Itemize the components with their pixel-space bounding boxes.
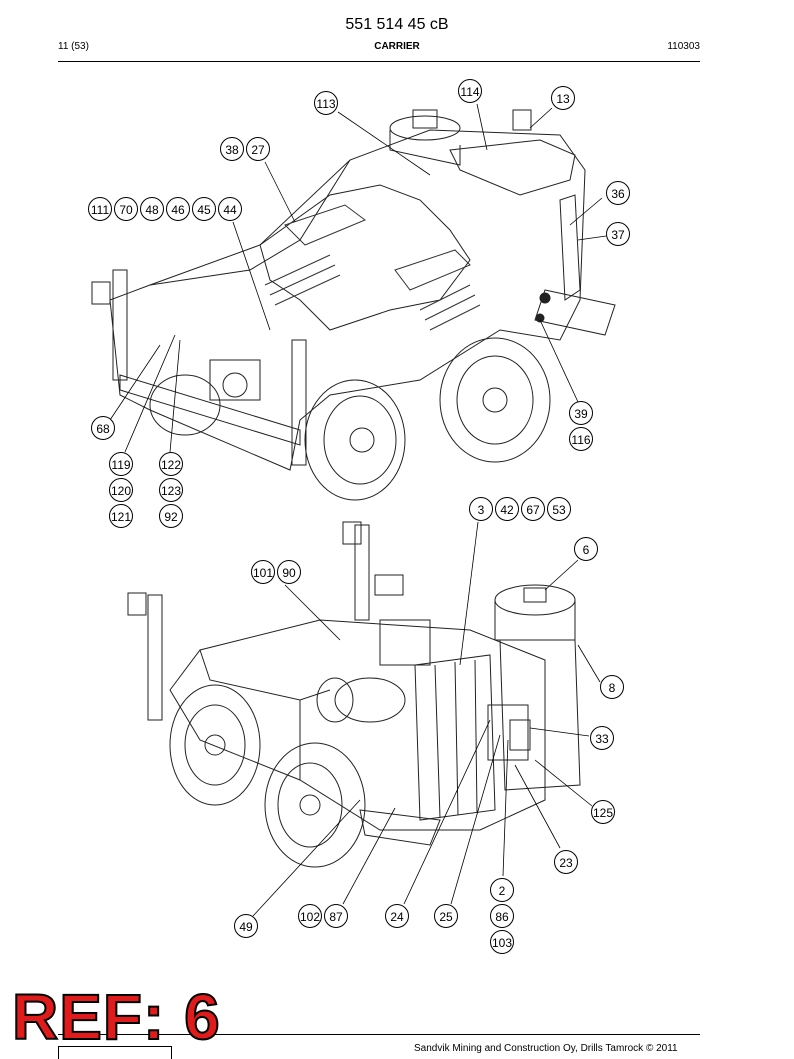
callout: 33: [590, 726, 614, 750]
callout: 2: [490, 878, 514, 902]
callout: 68: [91, 416, 115, 440]
callout: 39: [569, 401, 593, 425]
callout: 116: [569, 427, 593, 451]
callout: 45: [192, 197, 216, 221]
callout: 120: [109, 478, 133, 502]
callout: 103: [490, 930, 514, 954]
callout: 49: [234, 914, 258, 938]
callout: 8: [600, 675, 624, 699]
callout: 36: [606, 181, 630, 205]
callout: 113: [314, 91, 338, 115]
lower-carrier-drawing: [127, 521, 581, 868]
callout: 125: [591, 800, 615, 824]
callout: 38: [220, 137, 244, 161]
callout: 3: [469, 497, 493, 521]
callout: 86: [490, 904, 514, 928]
header-rule: [58, 61, 700, 62]
callout: 42: [495, 497, 519, 521]
callout: 13: [551, 86, 575, 110]
callout: 53: [547, 497, 571, 521]
callout: 122: [159, 452, 183, 476]
date-code: 110303: [667, 41, 700, 52]
callout: 6: [574, 537, 598, 561]
callout: 46: [166, 197, 190, 221]
callout: 102: [298, 904, 322, 928]
copyright-footer: Sandvik Mining and Construction Oy, Dril…: [414, 1043, 678, 1054]
callout: 101: [251, 560, 275, 584]
callout: 48: [140, 197, 164, 221]
callout: 44: [218, 197, 242, 221]
callout: 70: [114, 197, 138, 221]
section-title: CARRIER: [374, 41, 420, 52]
reference-stamp: REF: 6: [11, 981, 221, 1053]
upper-carrier-drawing: [91, 109, 616, 501]
callout: 87: [324, 904, 348, 928]
callout: 37: [606, 222, 630, 246]
callout: 111: [88, 197, 112, 221]
callout: 24: [385, 904, 409, 928]
footer-rule: [58, 1034, 700, 1035]
callout: 90: [277, 560, 301, 584]
document-number: 551 514 45 cB: [345, 16, 449, 33]
callout: 23: [554, 850, 578, 874]
callout: 123: [159, 478, 183, 502]
callout: 27: [246, 137, 270, 161]
callout: 121: [109, 504, 133, 528]
callout: 25: [434, 904, 458, 928]
callout: 67: [521, 497, 545, 521]
page-number: 11 (53): [58, 41, 89, 52]
callout: 114: [458, 79, 482, 103]
callout: 92: [159, 504, 183, 528]
callout: 119: [109, 452, 133, 476]
